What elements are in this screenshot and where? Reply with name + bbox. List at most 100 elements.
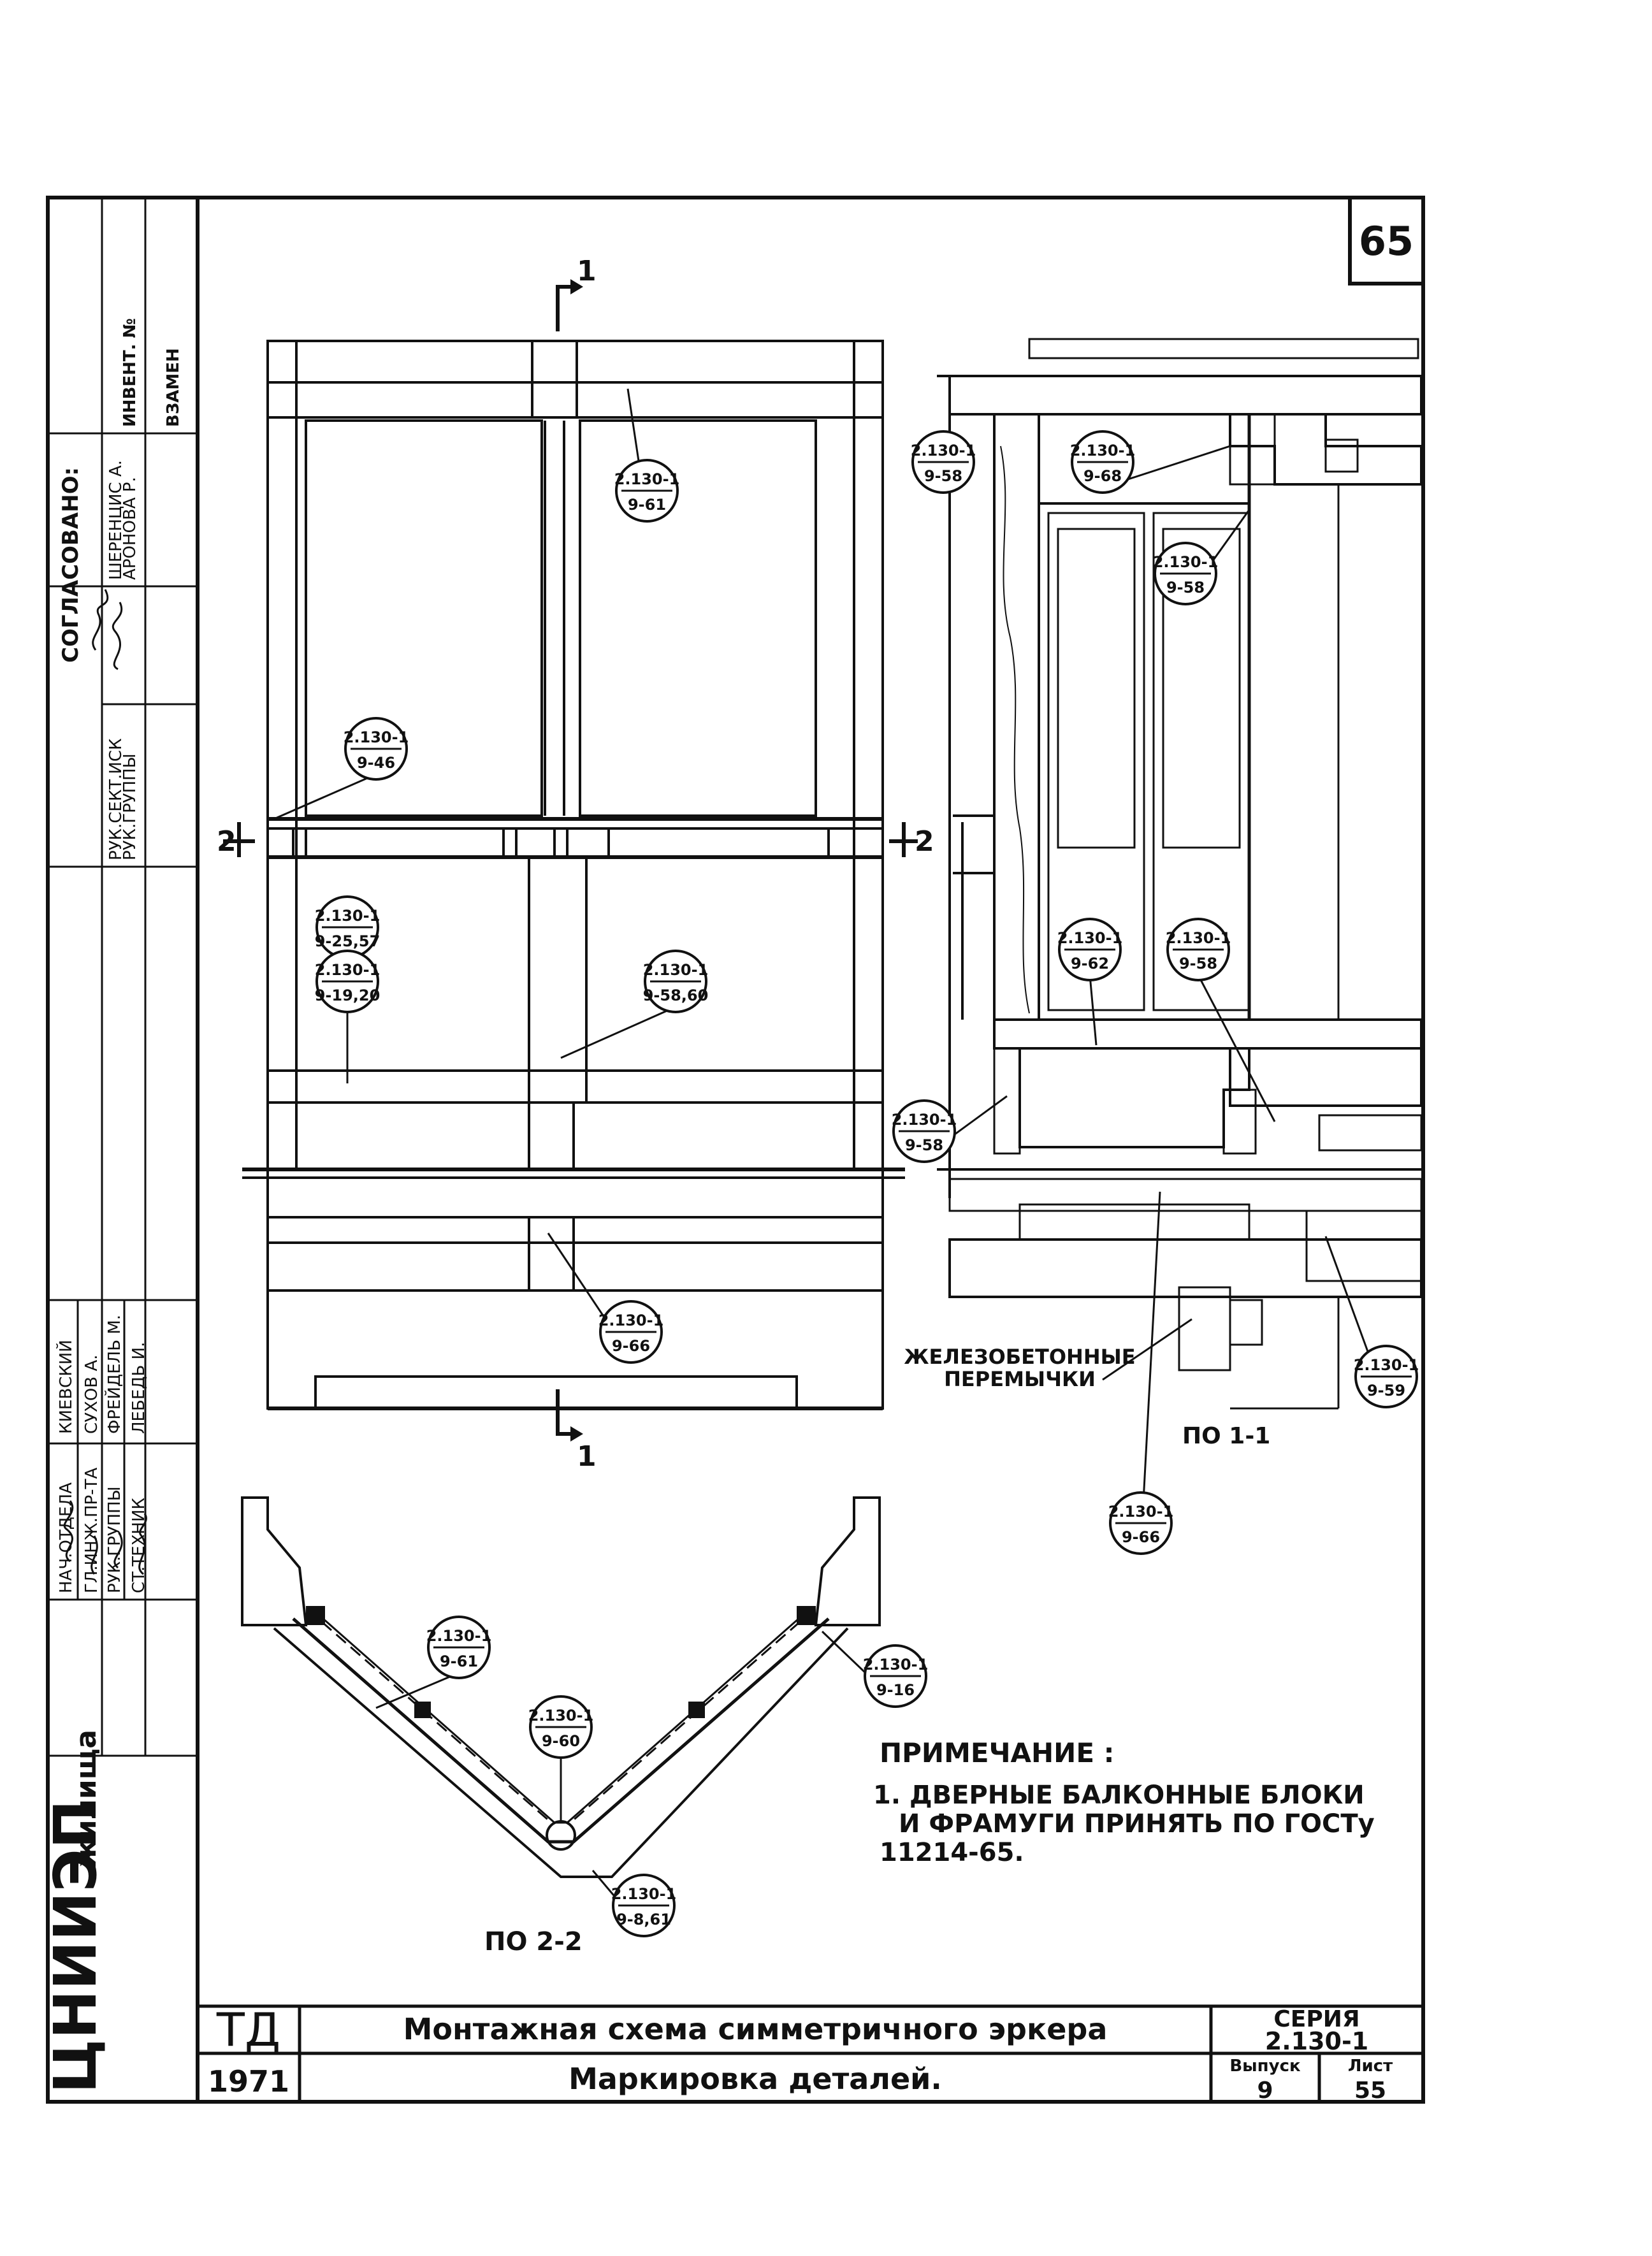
approval-heading: СОГЛАСОВАНО: [58, 467, 83, 663]
signature-scribble [63, 1500, 147, 1575]
note-line3: 11214-65. [880, 1838, 1024, 1867]
detail-tag: 2.130-1 9-68 [1070, 430, 1231, 494]
tag-detail: 9-61 [628, 496, 666, 514]
tag-detail: 9-62 [1071, 955, 1109, 973]
detail-tag: 2.130-19-66 [1108, 1191, 1173, 1555]
tag-series: 2.130-1 [315, 961, 380, 979]
detail-tag: 2.130-19-66 [547, 1233, 664, 1364]
detail-tags: 2.130-19-612.130-19-462.130-19-25,572.13… [273, 388, 1419, 1937]
tag-series: 2.130-1 [643, 961, 709, 979]
cut-2-right-label: 2 [915, 825, 934, 858]
tag-detail: 9-58 [905, 1136, 943, 1154]
signature-block: НАЧ.ОТДЕЛА КИЕВСКИЙ ГЛ.ИНЖ.ПР-ТА СУХОВ А… [55, 1315, 149, 1593]
view-2-2-label: ПО 2-2 [484, 1927, 583, 1956]
section-cut-1-top: 1 [556, 255, 597, 331]
detail-tag: 2.130-1 9-58 [892, 1095, 1008, 1163]
title-block [198, 2004, 1423, 2102]
series-label: СЕРИЯ [1273, 2006, 1359, 2032]
doc-title: Монтажная схема симметричного эркера [403, 2012, 1108, 2046]
cut-1-bottom-label: 1 [577, 1440, 597, 1473]
tag-series: 2.130-1 [911, 442, 976, 459]
tag-series: 2.130-1 [1153, 553, 1219, 571]
view-1-1-label: ПО 1-1 [1182, 1423, 1270, 1449]
detail-tag: 2.130-1 9-58 [1153, 509, 1250, 605]
lintel-label: ЖЕЛЕЗОБЕТОННЫЕ ПЕРЕМЫЧКИ [904, 1318, 1192, 1391]
detail-tag: 2.130-1 9-19,20 [315, 950, 380, 1083]
tag-series: 2.130-1 [614, 470, 680, 488]
doc-year: 1971 [208, 2064, 289, 2099]
tag-series: 2.130-1 [315, 907, 380, 925]
tag-detail: 9-58,60 [643, 987, 709, 1004]
sheet-value: 55 [1354, 2078, 1386, 2104]
leader-line [1140, 1191, 1161, 1549]
org-logo: ЦНИИЭП жилища [41, 1730, 110, 2093]
approval-name-1: ШЕРЕНЦИС А. [106, 460, 126, 580]
sheet-label: Лист [1348, 2057, 1393, 2076]
tag-detail: 9-66 [1122, 1528, 1160, 1546]
detail-tag: 2.130-1 9-58 [1166, 918, 1276, 1122]
tag-series: 2.130-1 [892, 1111, 957, 1129]
detail-tag: 2.130-1 9-62 [1057, 918, 1123, 1046]
detail-tag: 2.130-1 9-46 [273, 717, 409, 820]
tag-detail: 9-59 [1367, 1382, 1405, 1399]
section-cut-2-right: 2 [889, 822, 934, 858]
vertical-section [937, 338, 1423, 1410]
tag-series: 2.130-1 [426, 1627, 492, 1645]
tag-series: 2.130-1 [344, 728, 409, 746]
plan-section [241, 1496, 881, 1878]
leader-line [273, 773, 377, 820]
detail-tag: 2.130-1 9-61 [614, 388, 680, 523]
inventory-label: ИНВЕНТ. № [120, 318, 140, 427]
left-stamp-grid [48, 198, 198, 1757]
note-line2: И ФРАМУГИ ПРИНЯТЬ ПО ГОСТу [899, 1809, 1375, 1839]
org-sub: жилища [70, 1730, 103, 1867]
tag-series: 2.130-1 [1166, 929, 1231, 947]
series-value: 2.130-1 [1265, 2027, 1368, 2055]
lintel-label-line2: ПЕРЕМЫЧКИ [944, 1367, 1096, 1391]
issue-label: Выпуск [1229, 2057, 1301, 2076]
tag-series: 2.130-1 [1354, 1356, 1419, 1374]
tag-detail: 9-61 [440, 1652, 478, 1670]
lintel-label-line1: ЖЕЛЕЗОБЕТОННЫЕ [904, 1345, 1135, 1369]
detail-tag: 2.130-19-58 [911, 430, 976, 494]
tag-detail: 9-19,20 [315, 987, 380, 1004]
tag-detail: 9-46 [357, 754, 395, 772]
tag-detail: 9-60 [542, 1732, 580, 1750]
detail-tag: 2.130-19-8,61 [591, 1870, 677, 1937]
note-block: ПРИМЕЧАНИЕ : 1. ДВЕРНЫЕ БАЛКОННЫЕ БЛОКИ … [873, 1737, 1375, 1867]
sign-name-3: ФРЕЙДЕЛЬ М. [104, 1315, 124, 1434]
note-heading: ПРИМЕЧАНИЕ : [880, 1737, 1114, 1768]
cut-2-left-label: 2 [217, 825, 236, 858]
approval-role-1: РУК.СЕКТ.ИСК [106, 739, 126, 861]
tag-series: 2.130-1 [598, 1312, 664, 1329]
sign-name-4: ЛЕБЕДЬ И. [129, 1342, 149, 1434]
approval-block: СОГЛАСОВАНО: РУК.СЕКТ.ИСК ШЕРЕНЦИС А. РУ… [58, 318, 183, 860]
leader-line [1197, 974, 1276, 1122]
tag-detail: 9-58 [1179, 955, 1217, 973]
section-cut-1-bottom: 1 [556, 1389, 597, 1473]
tag-series: 2.130-1 [1057, 929, 1123, 947]
section-cut-2-left: 2 [217, 822, 255, 858]
leader-line [560, 1006, 676, 1059]
tag-series: 2.130-1 [611, 1885, 677, 1903]
replaced-label: ВЗАМЕН [164, 348, 183, 427]
org-name: ЦНИИЭП [41, 1800, 110, 2093]
leader-line [375, 1672, 460, 1709]
sign-name-2: СУХОВ А. [82, 1355, 101, 1434]
detail-tag: 2.130-19-25,57 [315, 895, 380, 959]
detail-tag: 2.130-19-60 [528, 1695, 593, 1823]
sheet-frame [46, 196, 1425, 2104]
tag-series: 2.130-1 [1070, 442, 1136, 459]
detail-tag: 2.130-1 9-59 [1324, 1236, 1419, 1408]
tag-series: 2.130-1 [863, 1656, 929, 1674]
tag-detail: 9-68 [1083, 467, 1122, 485]
page-number: 65 [1359, 218, 1414, 264]
cut-1-top-label: 1 [577, 255, 597, 287]
leader-line [1089, 974, 1098, 1046]
tag-detail: 9-58 [1166, 579, 1205, 597]
tag-detail: 9-16 [876, 1681, 915, 1699]
sign-name-1: КИЕВСКИЙ [55, 1340, 76, 1434]
sign-role-2: ГЛ.ИНЖ.ПР-ТА [82, 1468, 101, 1593]
approval-name-2: АРОНОВА Р. [120, 477, 140, 580]
